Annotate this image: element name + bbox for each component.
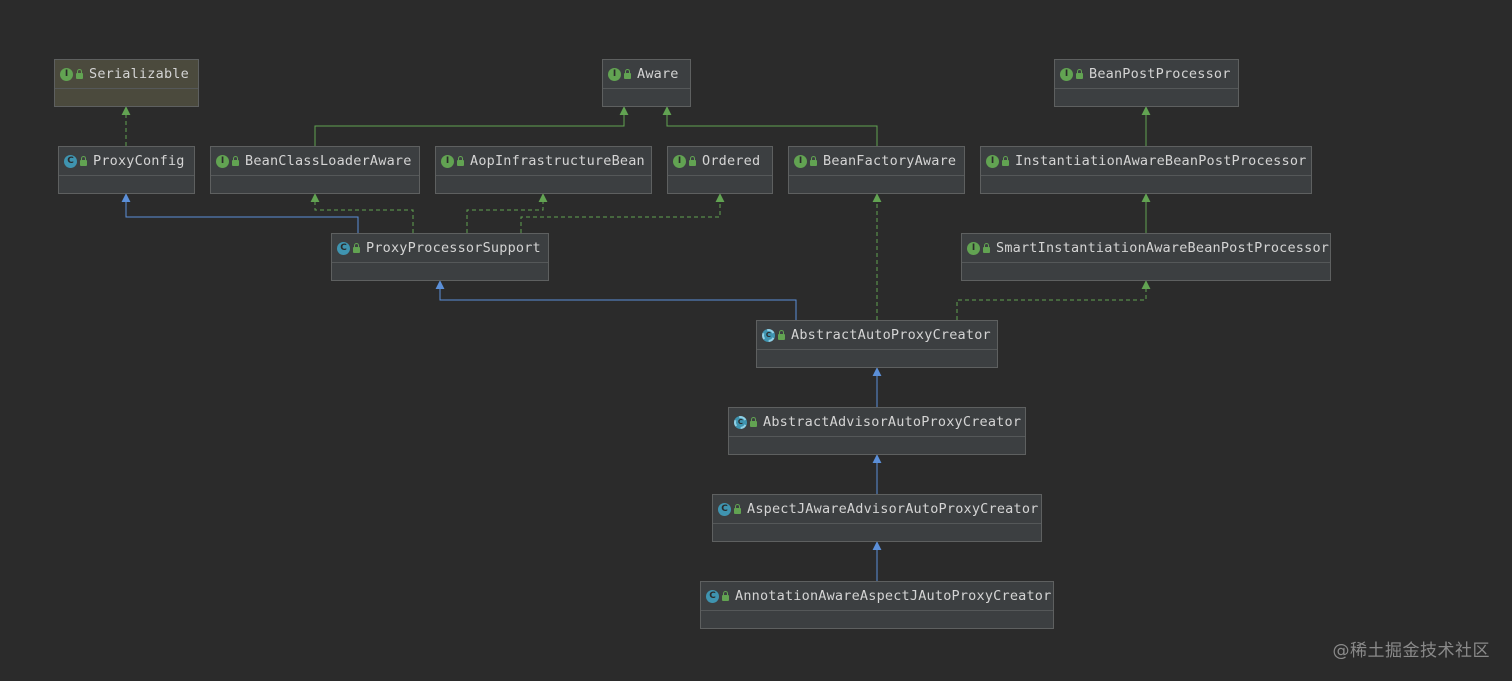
node-header: I BeanClassLoaderAware bbox=[211, 147, 419, 176]
node-proxy-config[interactable]: C ProxyConfig bbox=[58, 146, 195, 194]
node-header: I BeanFactoryAware bbox=[789, 147, 964, 176]
interface-icon: I bbox=[673, 154, 686, 168]
lock-icon bbox=[232, 156, 239, 166]
lock-icon bbox=[353, 243, 360, 253]
lock-icon bbox=[1002, 156, 1009, 166]
node-title: AbstractAdvisorAutoProxyCreator bbox=[763, 414, 1022, 430]
edge-abstractautoproxycreator-smartinstantiationawarebpp bbox=[956, 280, 1151, 320]
node-header: C AbstractAutoProxyCreator bbox=[757, 321, 997, 350]
node-header: I Serializable bbox=[55, 60, 198, 89]
interface-icon: I bbox=[216, 154, 229, 168]
node-header: I Aware bbox=[603, 60, 690, 89]
node-ordered[interactable]: I Ordered bbox=[667, 146, 773, 194]
lock-icon bbox=[722, 591, 729, 601]
interface-icon: I bbox=[1060, 67, 1073, 81]
interface-icon: I bbox=[967, 241, 980, 255]
edge-proxyprocessorsupport-ordered bbox=[520, 193, 725, 233]
interface-icon: I bbox=[60, 67, 73, 81]
node-title: Aware bbox=[637, 66, 679, 82]
lock-icon bbox=[750, 417, 757, 427]
node-header: I Ordered bbox=[668, 147, 772, 176]
node-aware[interactable]: I Aware bbox=[602, 59, 691, 107]
node-title: AspectJAwareAdvisorAutoProxyCreator bbox=[747, 501, 1039, 517]
lock-icon bbox=[689, 156, 696, 166]
node-header: I AopInfrastructureBean bbox=[436, 147, 651, 176]
node-header: C AnnotationAwareAspectJAutoProxyCreator bbox=[701, 582, 1053, 611]
node-abstract-advisor-auto-proxy-creator[interactable]: C AbstractAdvisorAutoProxyCreator bbox=[728, 407, 1026, 455]
node-abstract-auto-proxy-creator[interactable]: C AbstractAutoProxyCreator bbox=[756, 320, 998, 368]
node-title: ProxyProcessorSupport bbox=[366, 240, 541, 256]
node-aop-infrastructure-bean[interactable]: I AopInfrastructureBean bbox=[435, 146, 652, 194]
abstract-class-icon: C bbox=[762, 328, 775, 342]
class-icon: C bbox=[706, 589, 719, 603]
lock-icon bbox=[778, 330, 785, 340]
node-title: InstantiationAwareBeanPostProcessor bbox=[1015, 153, 1307, 169]
node-header: C AbstractAdvisorAutoProxyCreator bbox=[729, 408, 1025, 437]
node-title: BeanFactoryAware bbox=[823, 153, 957, 169]
edge-beanfactoryaware-aware bbox=[662, 106, 878, 146]
lock-icon bbox=[624, 69, 631, 79]
lock-icon bbox=[80, 156, 87, 166]
node-header: C ProxyConfig bbox=[59, 147, 194, 176]
node-serializable[interactable]: I Serializable bbox=[54, 59, 199, 107]
interface-icon: I bbox=[441, 154, 454, 168]
node-header: I SmartInstantiationAwareBeanPostProcess… bbox=[962, 234, 1330, 263]
edge-proxyprocessorsupport-aopinfrastructurebean bbox=[466, 193, 548, 233]
node-bean-class-loader-aware[interactable]: I BeanClassLoaderAware bbox=[210, 146, 420, 194]
node-header: I BeanPostProcessor bbox=[1055, 60, 1238, 89]
node-bean-post-processor[interactable]: I BeanPostProcessor bbox=[1054, 59, 1239, 107]
class-icon: C bbox=[337, 241, 350, 255]
lock-icon bbox=[457, 156, 464, 166]
node-title: ProxyConfig bbox=[93, 153, 185, 169]
node-header: C ProxyProcessorSupport bbox=[332, 234, 548, 263]
edge-beanclassloaderaware-aware bbox=[314, 106, 629, 146]
node-smart-instantiation-aware-bean-post-processor[interactable]: I SmartInstantiationAwareBeanPostProcess… bbox=[961, 233, 1331, 281]
edge-abstractautoproxycreator-proxyprocessorsupport bbox=[435, 280, 797, 320]
node-title: SmartInstantiationAwareBeanPostProcessor bbox=[996, 240, 1330, 256]
lock-icon bbox=[76, 69, 83, 79]
edge-proxyprocessorsupport-beanclassloaderaware bbox=[310, 193, 414, 233]
node-title: AnnotationAwareAspectJAutoProxyCreator bbox=[735, 588, 1052, 604]
node-bean-factory-aware[interactable]: I BeanFactoryAware bbox=[788, 146, 965, 194]
interface-icon: I bbox=[608, 67, 621, 81]
lock-icon bbox=[810, 156, 817, 166]
node-title: AbstractAutoProxyCreator bbox=[791, 327, 991, 343]
node-header: C AspectJAwareAdvisorAutoProxyCreator bbox=[713, 495, 1041, 524]
class-icon: C bbox=[64, 154, 77, 168]
interface-icon: I bbox=[986, 154, 999, 168]
node-annotation-aware-aspectj-auto-proxy-creator[interactable]: C AnnotationAwareAspectJAutoProxyCreator bbox=[700, 581, 1054, 629]
watermark-text: @稀土掘金技术社区 bbox=[1332, 641, 1490, 661]
node-title: Ordered bbox=[702, 153, 761, 169]
node-title: BeanPostProcessor bbox=[1089, 66, 1231, 82]
node-aspectj-aware-advisor-auto-proxy-creator[interactable]: C AspectJAwareAdvisorAutoProxyCreator bbox=[712, 494, 1042, 542]
interface-icon: I bbox=[794, 154, 807, 168]
lock-icon bbox=[983, 243, 990, 253]
node-instantiation-aware-bean-post-processor[interactable]: I InstantiationAwareBeanPostProcessor bbox=[980, 146, 1312, 194]
node-title: Serializable bbox=[89, 66, 189, 82]
edge-proxyprocessorsupport-proxyconfig bbox=[121, 193, 359, 233]
node-title: BeanClassLoaderAware bbox=[245, 153, 412, 169]
lock-icon bbox=[734, 504, 741, 514]
node-header: I InstantiationAwareBeanPostProcessor bbox=[981, 147, 1311, 176]
lock-icon bbox=[1076, 69, 1083, 79]
abstract-class-icon: C bbox=[734, 415, 747, 429]
class-icon: C bbox=[718, 502, 731, 516]
node-title: AopInfrastructureBean bbox=[470, 153, 645, 169]
node-proxy-processor-support[interactable]: C ProxyProcessorSupport bbox=[331, 233, 549, 281]
